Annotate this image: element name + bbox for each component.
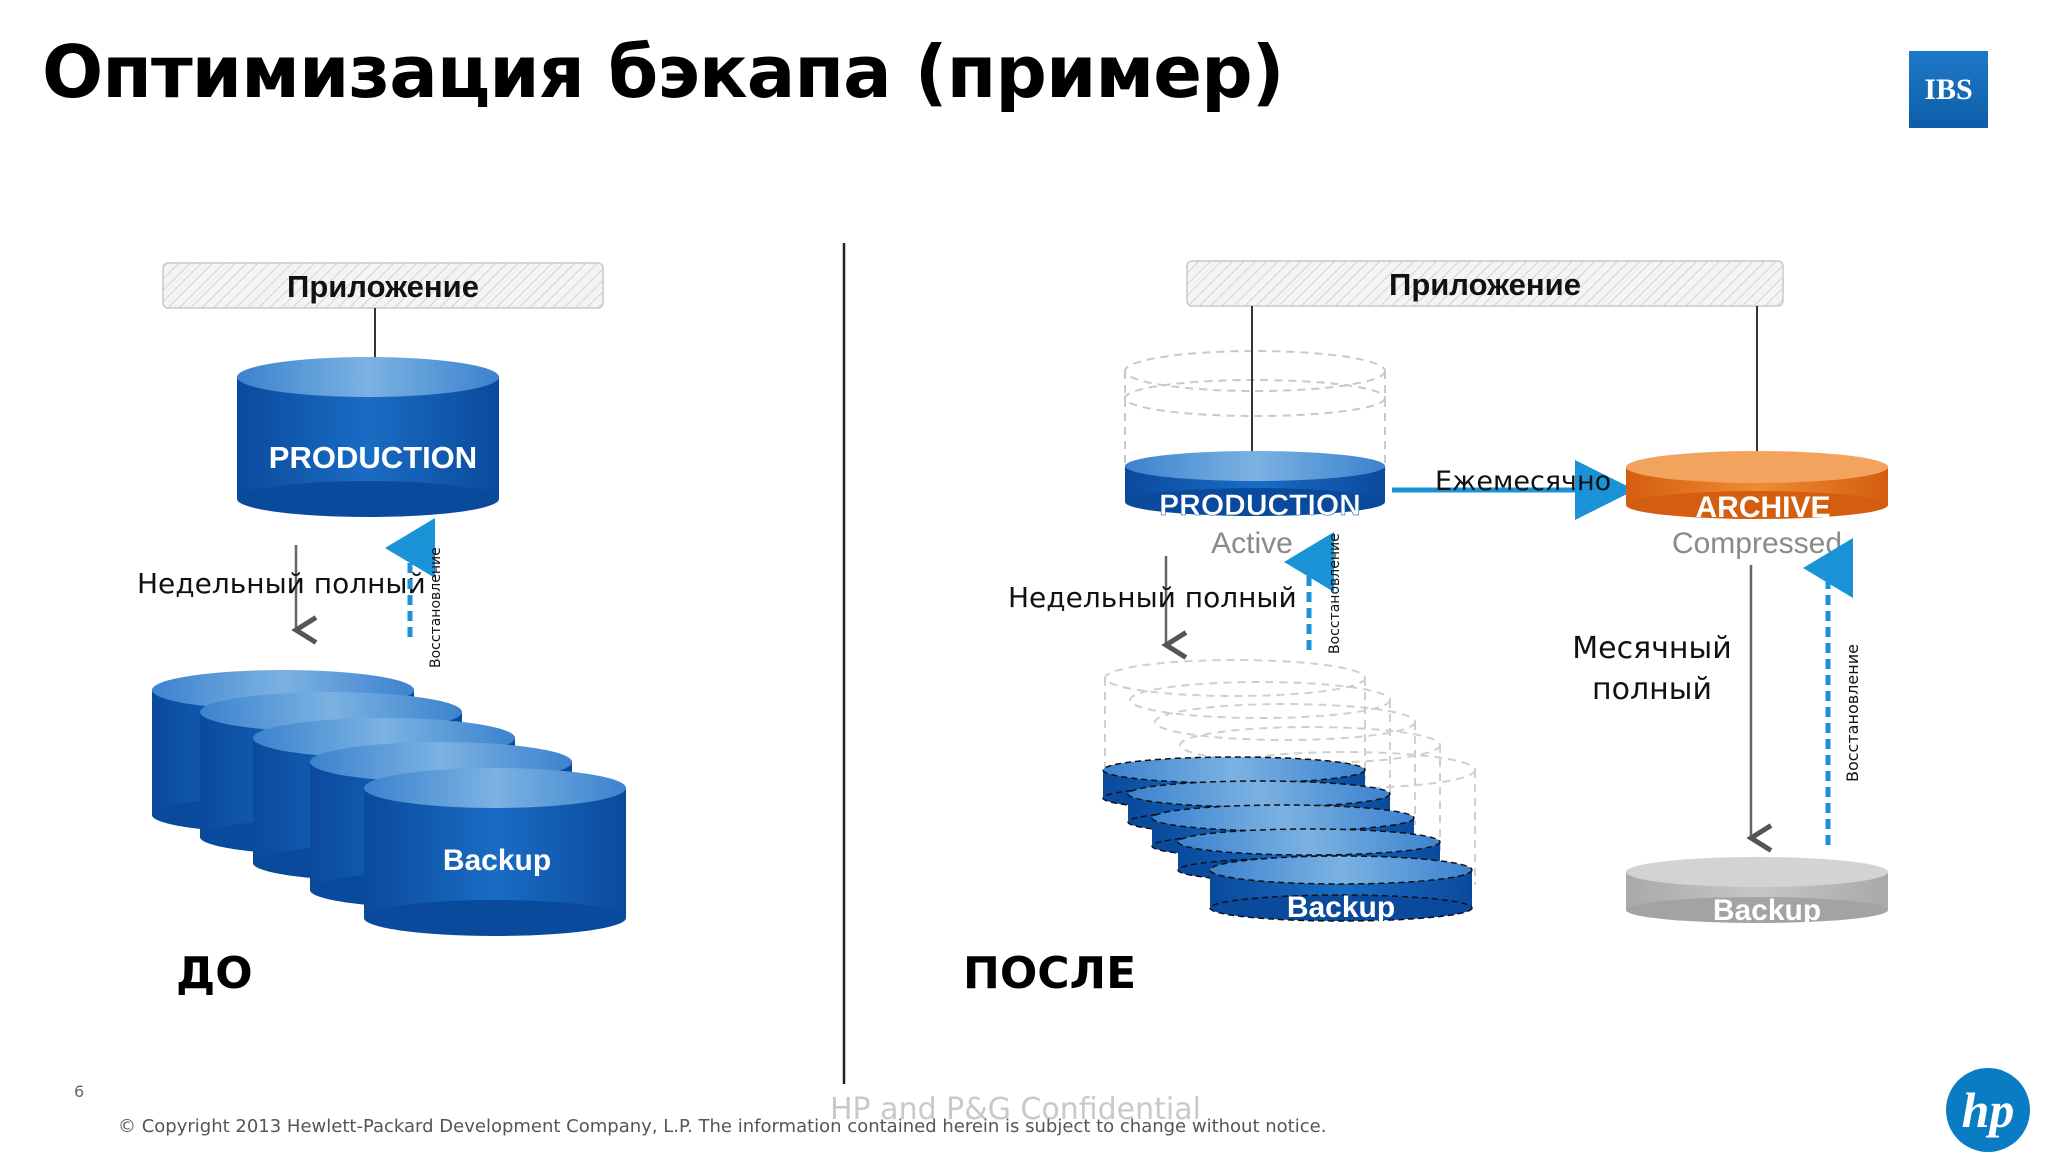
ibs-logo: IBS [1909,51,1988,128]
after-app-label: Приложение [1389,267,1581,302]
after-backup-left-label: Backup [1287,891,1395,924]
after-restore-label-right: Восстановление [1843,644,1862,782]
after-monthly-full-line1: Месячный [1572,631,1731,666]
before-caption: ДО [176,948,253,999]
before-section: Приложение PRODUCTION Недельный полный В… [137,262,626,999]
copyright-notice: © Copyright 2013 Hewlett-Packard Develop… [118,1116,1327,1137]
before-production-label: PRODUCTION [269,440,477,475]
after-weekly-label: Недельный полный [1008,581,1297,614]
after-monthly-full-line2: полный [1592,672,1712,707]
after-backup-stack: Backup [1102,756,1473,924]
page-number: 6 [74,1082,85,1101]
before-app-label: Приложение [287,269,479,304]
before-backup-label: Backup [443,844,551,877]
before-weekly-label: Недельный полный [137,567,426,600]
after-archive-disk: ARCHIVE [1626,451,1888,524]
slide-title: Оптимизация бэкапа (пример) [42,30,1285,114]
before-restore-label: Восстановление [428,547,444,668]
after-archive-label: ARCHIVE [1695,491,1830,524]
after-backup-right-disk: Backup [1626,857,1888,927]
after-archive-sub: Compressed [1672,527,1842,560]
after-monthly-arrow-label: Ежемесячно [1435,466,1611,497]
before-backup-stack: Backup [152,670,626,936]
after-app-bar [1186,260,1784,307]
after-section: Приложение PRODUCTION Active Ежемесячно [963,260,1888,999]
after-production-label: PRODUCTION [1159,489,1361,522]
after-production-sub: Active [1211,527,1293,560]
after-production-disk: PRODUCTION [1125,451,1385,522]
before-app-bar [162,262,604,309]
after-backup-right-label: Backup [1713,894,1821,927]
after-production-ghost [1124,350,1386,470]
hp-logo: hp [1946,1068,2030,1152]
after-caption: ПОСЛЕ [963,948,1136,999]
after-restore-label-left: Восстановление [1327,533,1343,654]
confidential-watermark: HP and P&G Confidential [830,1092,1201,1127]
before-production-disk: PRODUCTION [237,357,499,517]
